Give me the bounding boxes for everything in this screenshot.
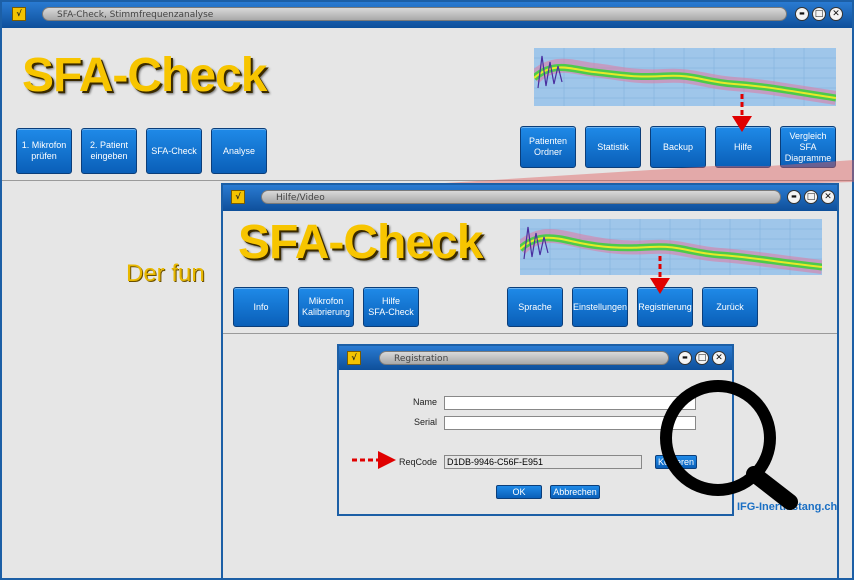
arrow-to-hilfe	[732, 94, 752, 132]
main-separator	[2, 180, 852, 181]
registration-close-icon[interactable]: ✕	[712, 351, 726, 365]
main-graph-image	[534, 48, 836, 106]
registrierung-button[interactable]: Registrierung	[637, 287, 693, 327]
name-input[interactable]	[444, 396, 696, 410]
backup-button[interactable]: Backup	[650, 126, 706, 168]
app-icon: √	[12, 7, 26, 21]
help-separator	[223, 333, 837, 334]
help-titlebar[interactable]: √ Hilfe/Video ▬ □ ✕	[223, 185, 837, 211]
info-button[interactable]: Info	[233, 287, 289, 327]
sprache-button[interactable]: Sprache	[507, 287, 563, 327]
abbrechen-button[interactable]: Abbrechen	[550, 485, 600, 499]
registration-minimize-icon[interactable]: ▬	[678, 351, 692, 365]
help-graph-image	[520, 219, 822, 275]
main-logo: SFA-Check	[22, 49, 267, 102]
analyse-button[interactable]: Analyse	[211, 128, 267, 174]
help-maximize-icon[interactable]: □	[804, 190, 818, 204]
help-minimize-icon[interactable]: ▬	[787, 190, 801, 204]
reqcode-field: D1DB-9946-C56F-E951	[444, 455, 642, 469]
mikrofon-pruefen-button[interactable]: 1. Mikrofon prüfen	[16, 128, 72, 174]
arrow-to-registrierung	[650, 256, 670, 294]
statistik-button[interactable]: Statistik	[585, 126, 641, 168]
patienten-ordner-button[interactable]: Patienten Ordner	[520, 126, 576, 168]
reqcode-label: ReqCode	[398, 457, 437, 467]
registration-titlebar[interactable]: √ Registration ▬ □ ✕	[339, 346, 732, 370]
arrow-to-reqcode	[352, 451, 396, 469]
hilfe-button[interactable]: Hilfe	[715, 126, 771, 168]
help-title: Hilfe/Video	[261, 190, 781, 204]
main-partial-text: Der fun	[126, 260, 205, 287]
minimize-icon[interactable]: ▬	[795, 7, 809, 21]
vergleich-sfa-diagramme-button[interactable]: Vergleich SFA Diagramme	[780, 126, 836, 168]
name-label: Name	[412, 397, 437, 407]
serial-input[interactable]	[444, 416, 696, 430]
einstellungen-button[interactable]: Einstellungen	[572, 287, 628, 327]
registration-maximize-icon[interactable]: □	[695, 351, 709, 365]
help-logo: SFA-Check	[238, 216, 483, 269]
close-icon[interactable]: ✕	[829, 7, 843, 21]
mikrofon-kalibrierung-button[interactable]: Mikrofon Kalibrierung	[298, 287, 354, 327]
help-app-icon: √	[231, 190, 245, 204]
maximize-icon[interactable]: □	[812, 7, 826, 21]
patient-eingeben-button[interactable]: 2. Patient eingeben	[81, 128, 137, 174]
sfa-check-button[interactable]: SFA-Check	[146, 128, 202, 174]
main-titlebar[interactable]: √ SFA-Check, Stimmfrequenzanalyse ▬ □ ✕	[2, 2, 852, 28]
help-window: √ Hilfe/Video ▬ □ ✕ SFA-Check Info Mikro…	[221, 183, 839, 580]
help-close-icon[interactable]: ✕	[821, 190, 835, 204]
zurueck-button[interactable]: Zurück	[702, 287, 758, 327]
hilfe-sfa-check-button[interactable]: Hilfe SFA-Check	[363, 287, 419, 327]
main-title: SFA-Check, Stimmfrequenzanalyse	[42, 7, 787, 21]
registration-title: Registration	[379, 351, 669, 365]
serial-label: Serial	[413, 417, 437, 427]
magnifier-icon	[660, 380, 798, 510]
ok-button[interactable]: OK	[496, 485, 542, 499]
registration-app-icon: √	[347, 351, 361, 365]
